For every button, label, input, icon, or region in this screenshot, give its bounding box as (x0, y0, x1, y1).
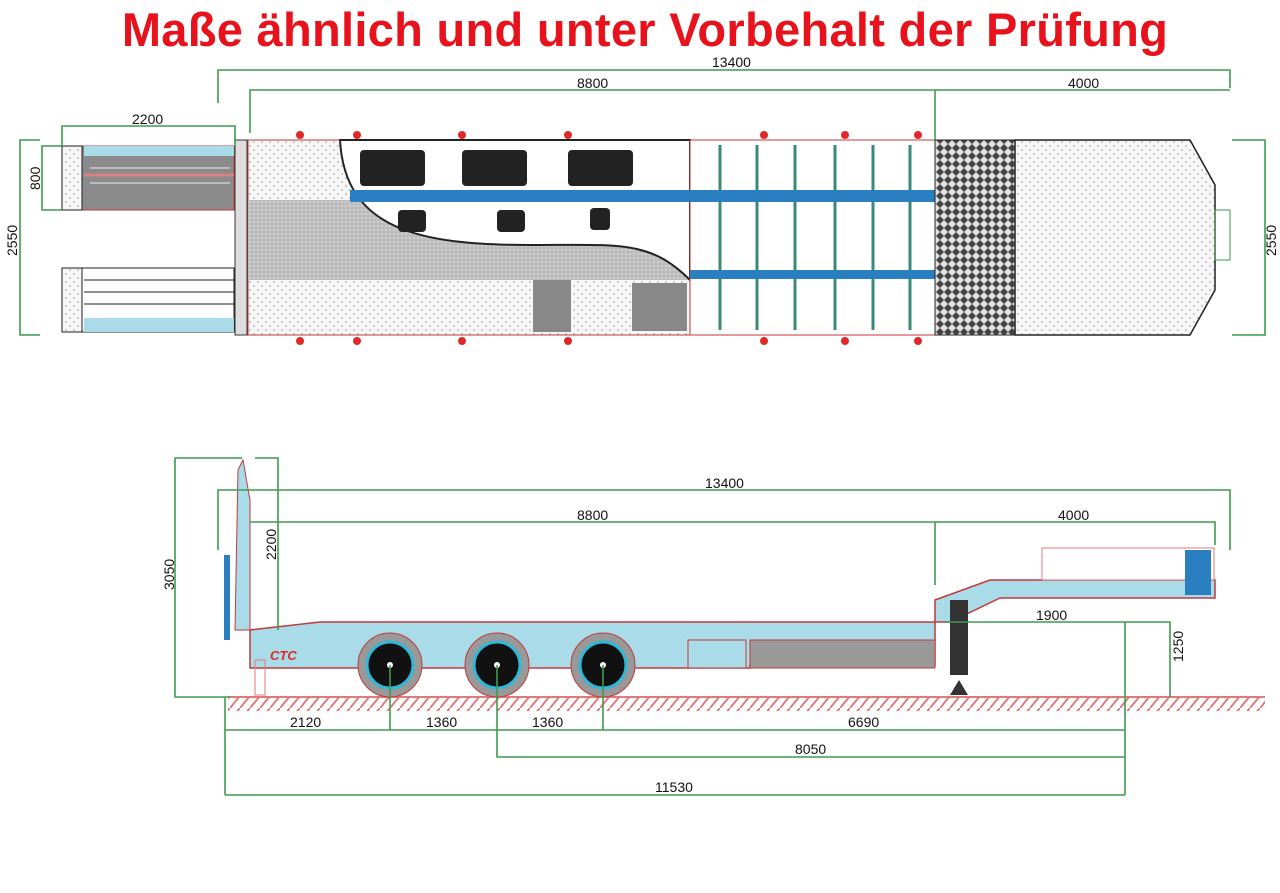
brand-logo: CTC (270, 648, 297, 663)
ramp-raised (224, 458, 251, 640)
dim-side-6690: 6690 (848, 714, 879, 730)
dim-side-8050: 8050 (795, 741, 826, 757)
side-lights (296, 131, 922, 345)
dim-side-1250: 1250 (1170, 631, 1186, 662)
dim-top-8800: 8800 (577, 75, 608, 91)
dim-top-800: 800 (27, 166, 43, 190)
dim-side-11530: 11530 (655, 779, 693, 795)
disclaimer-title: Maße ähnlich und unter Vorbehalt der Prü… (121, 3, 1169, 56)
dim-side-3050: 3050 (161, 559, 177, 590)
side-view: CTC 13400 8800 4000 3050 2200 (161, 457, 1265, 796)
dim-top-2550-left: 2550 (4, 225, 20, 256)
dim-top-13400: 13400 (712, 54, 751, 70)
gooseneck-top (934, 139, 1231, 336)
dim-side-1360-b: 1360 (532, 714, 563, 730)
dim-side-1360-a: 1360 (426, 714, 457, 730)
dim-side-1900: 1900 (1036, 607, 1067, 623)
top-view: 13400 8800 4000 2200 800 2550 2550 (4, 54, 1279, 345)
dim-side-2200: 2200 (263, 529, 279, 560)
deck-top (247, 131, 936, 345)
rear-beam (234, 139, 248, 336)
ramp-bottom (61, 267, 235, 333)
ramp-top (61, 145, 235, 211)
dim-side-8800: 8800 (577, 507, 608, 523)
side-dimensions (174, 457, 1231, 796)
dim-top-4000: 4000 (1068, 75, 1099, 91)
axle-assemblies (360, 150, 633, 232)
dim-top-2550-right: 2550 (1263, 225, 1279, 256)
dim-top-2200: 2200 (132, 111, 163, 127)
top-dimensions (19, 69, 1266, 336)
dim-side-2120: 2120 (290, 714, 321, 730)
gooseneck-side (934, 547, 1216, 695)
ground (228, 697, 1265, 711)
dim-side-4000: 4000 (1058, 507, 1089, 523)
dim-side-13400: 13400 (705, 475, 744, 491)
